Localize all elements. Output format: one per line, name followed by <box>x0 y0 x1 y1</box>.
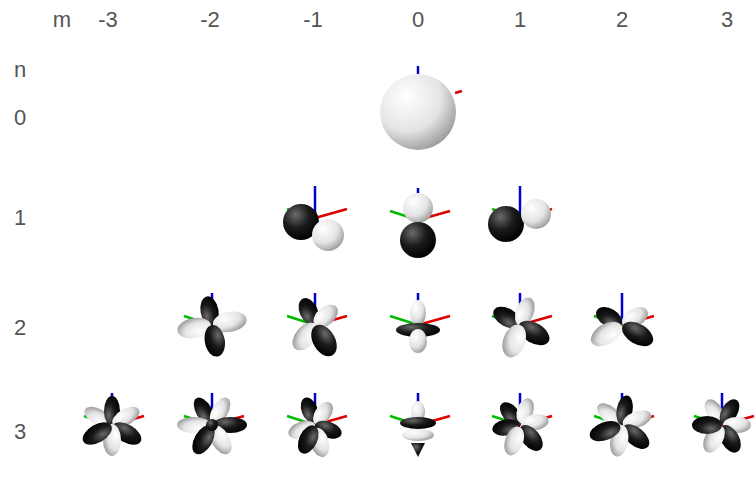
axis-name: n <box>14 59 26 81</box>
axis-name: m <box>53 9 71 31</box>
column-index: 1 <box>514 9 526 31</box>
column-index: -3 <box>98 9 118 31</box>
column-index: 2 <box>616 9 628 31</box>
column-index: -1 <box>303 9 323 31</box>
column-index: 3 <box>721 9 733 31</box>
row-index: 0 <box>14 107 26 129</box>
row-index: 2 <box>14 317 26 339</box>
column-index: 0 <box>412 9 424 31</box>
column-index: -2 <box>200 9 220 31</box>
row-index: 1 <box>14 207 26 229</box>
row-index: 3 <box>14 421 26 443</box>
